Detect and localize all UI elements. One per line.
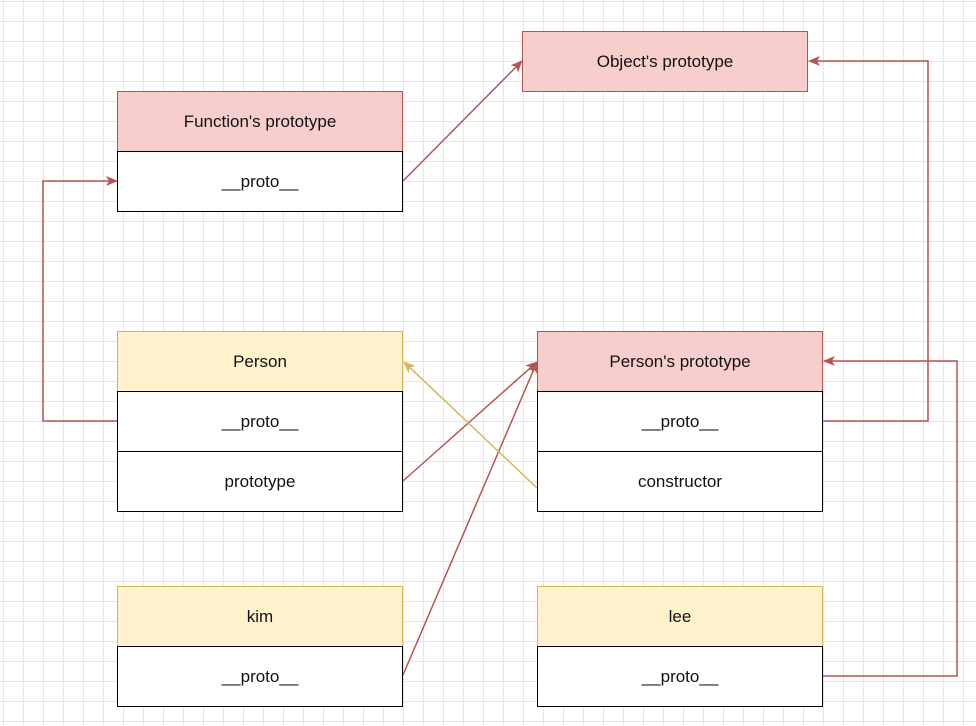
function-prototype-proto-field[interactable]: __proto__ — [117, 151, 403, 212]
person-prototype-constructor-field[interactable]: constructor — [537, 451, 823, 512]
person-prototype-object-proto-label: __proto__ — [641, 411, 719, 431]
edge-person-proto-to-function-proto — [42, 176, 118, 422]
lee-title: lee — [668, 606, 692, 626]
kim-header[interactable]: kim — [117, 586, 403, 647]
person-proto-field[interactable]: __proto__ — [117, 391, 403, 452]
function-prototype-header[interactable]: Function's prototype — [117, 91, 403, 152]
kim-proto-field[interactable]: __proto__ — [117, 646, 403, 707]
person-prototype-label: prototype — [224, 471, 296, 491]
edge-lee-proto-to-person-proto — [823, 356, 958, 677]
edge-constructor-to-person — [403, 361, 538, 489]
kim-proto-label: __proto__ — [221, 666, 299, 686]
kim-title: kim — [246, 606, 274, 626]
function-prototype-title: Function's prototype — [183, 111, 337, 131]
person-prototype-object-header[interactable]: Person's prototype — [537, 331, 823, 392]
person-title: Person — [233, 351, 287, 371]
lee-proto-label: __proto__ — [641, 666, 719, 686]
person-prototype-field[interactable]: prototype — [117, 451, 403, 512]
edge-person-proto-proto-to-object-proto — [808, 56, 929, 422]
lee-proto-field[interactable]: __proto__ — [537, 646, 823, 707]
function-prototype-proto-label: __proto__ — [221, 171, 299, 191]
person-header[interactable]: Person — [117, 331, 403, 392]
person-prototype-object-proto-field[interactable]: __proto__ — [537, 391, 823, 452]
person-prototype-constructor-label: constructor — [637, 471, 723, 491]
edge-function-proto-to-object-proto — [402, 60, 523, 182]
edge-person-prototype-to-person-proto — [402, 361, 538, 482]
object-prototype-node[interactable]: Object's prototype — [522, 31, 808, 92]
person-prototype-object-title: Person's prototype — [609, 351, 751, 371]
edge-kim-proto-to-person-proto — [402, 361, 538, 676]
person-proto-label: __proto__ — [221, 411, 299, 431]
lee-header[interactable]: lee — [537, 586, 823, 647]
object-prototype-title: Object's prototype — [596, 51, 734, 71]
